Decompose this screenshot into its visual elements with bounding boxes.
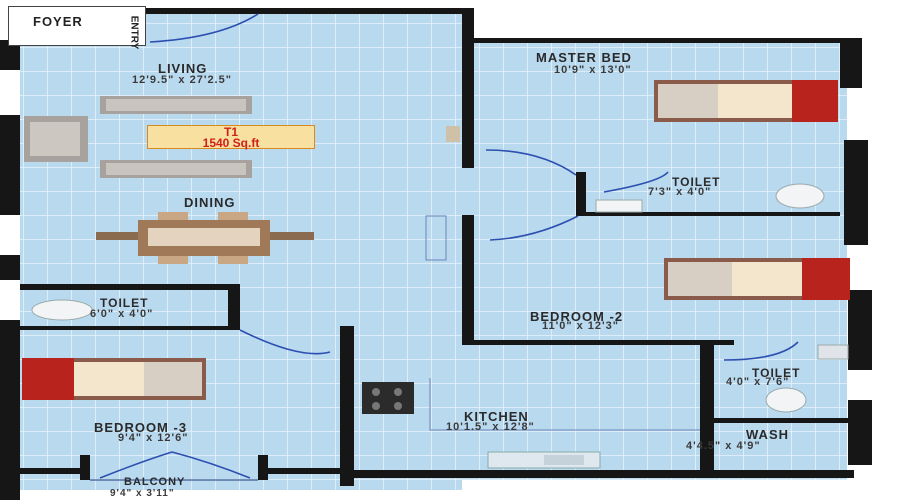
bedroom3-dim: 9'4" x 12'6" [118,432,189,444]
bedroom3-label: BEDROOM -3 [94,420,188,435]
kitchen-fixtures [362,378,700,469]
balcony-dim: 9'4" x 3'11" [110,488,175,499]
door-arcs [99,13,799,479]
wash-label: WASH [746,427,789,442]
foyer-box: FOYER ENTRY [8,6,146,49]
toilet-master-dim: 7'3" x 4'0" [648,186,712,198]
living-dim: 12'9.5" x 27'2.5" [132,74,232,86]
dining-table [96,212,314,264]
dining-label: DINING [184,195,236,210]
kitchen-label: KITCHEN [464,409,529,424]
bedroom2-dim: 11'0" x 12'3" [542,320,619,332]
master-bed-dim: 10'9" x 13'0" [554,64,632,76]
living-sofa-set [24,96,252,178]
toilet-bed2-label: TOILET [752,366,801,380]
toilet-bed2-dim: 4'0" x 7'6" [726,376,790,388]
master-bed-label: MASTER BED [536,50,632,65]
foyer-label: FOYER [33,14,83,29]
bedroom2-label: BEDROOM -2 [530,309,624,324]
balcony-label: BALCONY [124,476,186,488]
living-label: LIVING [158,61,208,76]
unit-name: T1 [223,125,238,139]
bedroom2-bed [664,258,850,300]
kitchen-dim: 10'1.5" x 12'8" [446,421,535,433]
toilet-left-dim: 6'0" x 4'0" [90,308,154,320]
walls [0,8,872,500]
unit-area: 1540 Sq.ft [202,136,260,150]
toilet-master-label: TOILET [672,175,721,189]
entry-label: ENTRY [128,15,140,50]
bedroom3-bed [22,358,206,400]
master-bed [654,80,838,122]
toilet-left-label: TOILET [100,296,149,310]
wash-dim: 4'4.5" x 4'9" [686,440,761,452]
unit-badge: T1 1540 Sq.ft [147,125,315,149]
toilet-fixtures [31,126,849,413]
